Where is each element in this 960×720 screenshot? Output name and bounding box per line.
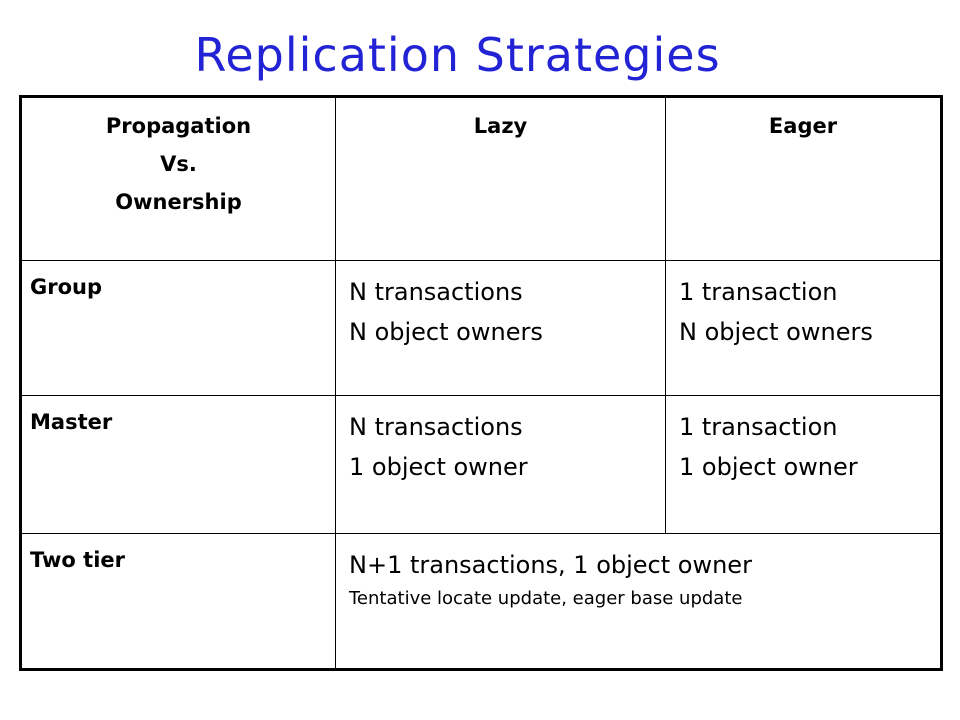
corner-header-line: Ownership bbox=[115, 190, 242, 214]
cell-line: N transactions bbox=[349, 278, 523, 306]
cell-line: N object owners bbox=[679, 318, 873, 346]
cell-line: 1 transaction bbox=[679, 278, 838, 306]
corner-header-line: Vs. bbox=[160, 152, 197, 176]
corner-header-cell: Propagation Vs. Ownership bbox=[20, 96, 336, 261]
cell-line: 1 transaction bbox=[679, 413, 838, 441]
table-row-group: Group N transactions N object owners 1 t… bbox=[20, 260, 942, 396]
cell-group-eager: 1 transaction N object owners bbox=[665, 260, 942, 396]
table-row-two-tier: Two tier N+1 transactions, 1 object owne… bbox=[20, 533, 942, 670]
cell-line: 1 object owner bbox=[349, 453, 528, 481]
cell-master-eager: 1 transaction 1 object owner bbox=[665, 395, 942, 534]
row-label-two-tier: Two tier bbox=[20, 533, 336, 670]
cell-line: N+1 transactions, 1 object owner bbox=[349, 551, 752, 579]
cell-master-lazy: N transactions 1 object owner bbox=[335, 395, 666, 534]
column-header-lazy: Lazy bbox=[335, 96, 666, 261]
slide-title: Replication Strategies bbox=[194, 28, 721, 82]
cell-line: Tentative locate update, eager base upda… bbox=[349, 588, 743, 609]
table-row-master: Master N transactions 1 object owner 1 t… bbox=[20, 395, 942, 534]
column-header-eager: Eager bbox=[665, 96, 942, 261]
cell-line: N transactions bbox=[349, 413, 523, 441]
corner-header-line: Propagation bbox=[105, 114, 252, 138]
cell-two-tier-merged: N+1 transactions, 1 object owner Tentati… bbox=[335, 533, 942, 670]
replication-strategies-table: Propagation Vs. Ownership Lazy Eager Gro… bbox=[19, 95, 943, 671]
cell-line: N object owners bbox=[349, 318, 543, 346]
cell-group-lazy: N transactions N object owners bbox=[335, 260, 666, 396]
cell-line: 1 object owner bbox=[679, 453, 858, 481]
row-label-master: Master bbox=[20, 395, 336, 534]
table-header-row: Propagation Vs. Ownership Lazy Eager bbox=[20, 96, 942, 261]
row-label-group: Group bbox=[20, 260, 336, 396]
